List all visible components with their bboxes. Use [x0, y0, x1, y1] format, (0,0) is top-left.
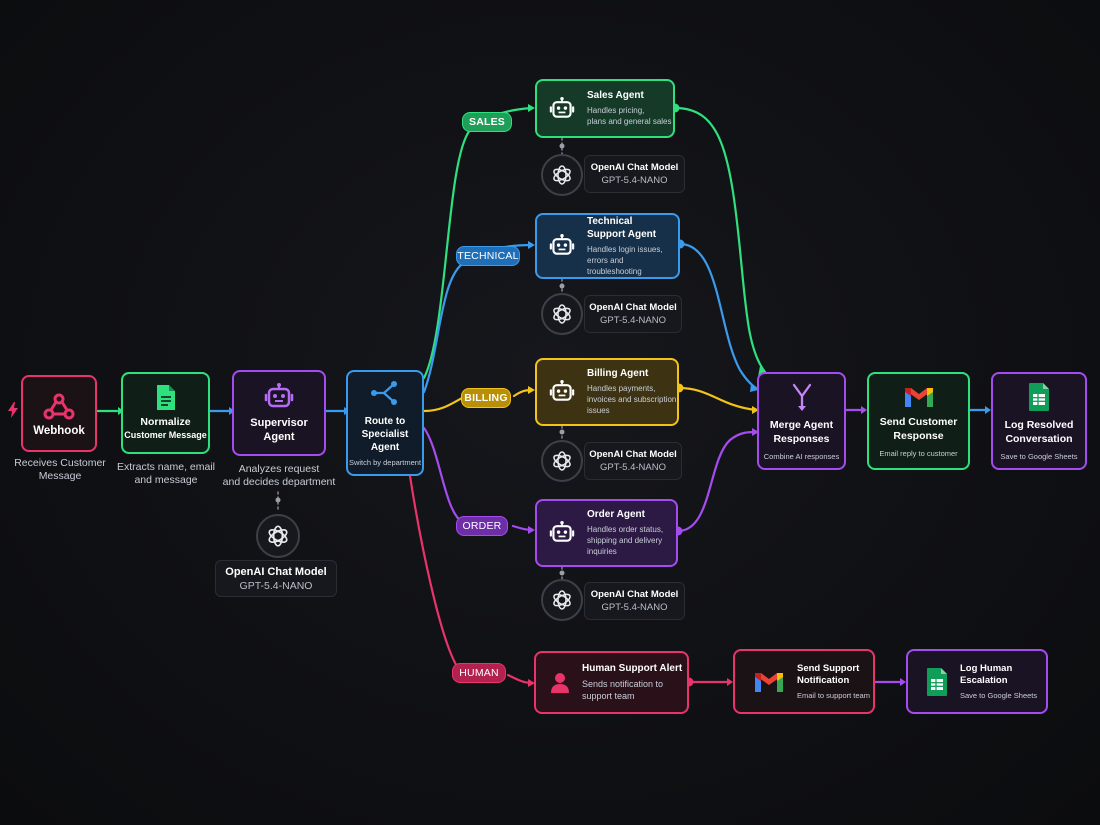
robot-icon	[549, 380, 575, 404]
arrow-into-merge-2	[750, 384, 758, 392]
billing-agent-title: Billing Agent	[587, 368, 649, 379]
normalize-node[interactable]: Normalize Customer Message	[121, 372, 210, 454]
route-label-order: ORDER	[456, 516, 508, 536]
technical-model-circle[interactable]	[541, 293, 583, 335]
wire-router-technical	[422, 243, 534, 394]
normalize-caption: Extracts name, email and message	[116, 461, 216, 486]
model-name: OpenAI Chat Model	[589, 449, 677, 460]
openai-icon	[550, 163, 574, 187]
person-icon	[550, 672, 570, 694]
arrow-into-merge-4	[752, 428, 759, 436]
technical-agent-node[interactable]: Technical Support Agent Handles login is…	[535, 213, 680, 279]
wire-router-order	[422, 426, 534, 532]
wire-billing-merge	[677, 386, 758, 412]
merge-subtitle: Combine AI responses	[763, 451, 840, 461]
google-sheets-icon	[926, 667, 948, 697]
order-agent-node[interactable]: Order Agent Handles order status, shippi…	[535, 499, 678, 567]
robot-icon	[549, 521, 575, 545]
robot-icon	[264, 382, 294, 411]
webhook-title: Webhook	[33, 424, 85, 437]
webhook-caption: Receives Customer Message	[14, 457, 106, 482]
branch-icon	[370, 379, 400, 407]
sales-model-card[interactable]: OpenAI Chat Model GPT-5.4-NANO	[584, 155, 685, 193]
supervisor-caption: Analyzes request and decides department	[222, 463, 336, 488]
trigger-bolt-icon	[8, 402, 18, 418]
route-label-billing: BILLING	[461, 388, 511, 408]
model-name: OpenAI Chat Model	[589, 302, 677, 313]
sales-agent-node[interactable]: Sales Agent Handles pricing, plans and g…	[535, 79, 675, 138]
port-model-supervisor	[275, 497, 281, 503]
arrow-into-human-alert	[528, 679, 535, 687]
robot-icon	[549, 96, 575, 121]
gmail-icon	[753, 670, 785, 694]
log-resolved-subtitle: Save to Google Sheets	[1000, 451, 1078, 461]
human-alert-title: Human Support Alert	[582, 663, 683, 674]
robot-icon	[549, 234, 575, 258]
model-version: GPT-5.4-NANO	[600, 315, 666, 326]
router-subtitle: Switch by department	[348, 458, 422, 467]
port-model-technical	[559, 283, 565, 289]
model-version: GPT-5.4-NANO	[601, 602, 668, 613]
supervisor-model-card[interactable]: OpenAI Chat Model GPT-5.4-NANO	[215, 560, 337, 597]
arrow-into-billing	[528, 386, 535, 394]
arrow-into-log-escalation	[900, 678, 906, 686]
document-icon	[155, 384, 177, 411]
route-label-sales: SALES	[462, 112, 512, 132]
log-escalation-subtitle: Save to Google Sheets	[960, 691, 1038, 700]
wire-router-sales	[422, 106, 534, 380]
technical-model-card[interactable]: OpenAI Chat Model GPT-5.4-NANO	[584, 295, 682, 333]
arrow-into-send	[861, 406, 867, 414]
supervisor-agent-node[interactable]: Supervisor Agent	[232, 370, 326, 456]
model-name: OpenAI Chat Model	[225, 565, 327, 578]
port-model-order	[559, 570, 565, 576]
billing-model-circle[interactable]	[541, 440, 583, 482]
port-model-sales	[559, 143, 565, 149]
send-response-subtitle: Email reply to customer	[879, 448, 958, 458]
wire-router-human	[408, 474, 534, 685]
openai-icon	[265, 523, 291, 549]
arrow-into-notification	[727, 678, 733, 686]
wire-order-merge	[676, 430, 758, 533]
webhook-icon	[42, 391, 76, 421]
human-support-alert-node[interactable]: Human Support Alert Sends notification t…	[534, 651, 689, 714]
route-label-human: HUMAN	[452, 663, 506, 683]
arrow-into-sales	[528, 104, 535, 112]
sales-model-circle[interactable]	[541, 154, 583, 196]
model-name: OpenAI Chat Model	[590, 162, 679, 173]
arrow-into-log	[985, 406, 991, 414]
log-human-escalation-node[interactable]: Log Human Escalation Save to Google Shee…	[906, 649, 1048, 714]
arrow-into-technical	[528, 241, 535, 249]
billing-model-card[interactable]: OpenAI Chat Model GPT-5.4-NANO	[584, 442, 682, 480]
arrow-into-merge-3	[752, 406, 759, 414]
order-model-card[interactable]: OpenAI Chat Model GPT-5.4-NANO	[584, 582, 685, 620]
openai-icon	[550, 588, 574, 612]
send-support-notification-node[interactable]: Send Support Notification Email to suppo…	[733, 649, 875, 714]
sales-agent-title: Sales Agent	[587, 90, 644, 101]
gmail-icon	[903, 385, 935, 409]
merge-icon	[789, 382, 815, 412]
port-model-billing	[559, 429, 565, 435]
wire-sales-merge	[673, 106, 767, 374]
send-notification-subtitle: Email to support team	[797, 691, 870, 700]
model-name: OpenAI Chat Model	[590, 589, 679, 600]
model-version: GPT-5.4-NANO	[600, 462, 666, 473]
log-resolved-node[interactable]: Log Resolved Conversation Save to Google…	[991, 372, 1087, 470]
model-version: GPT-5.4-NANO	[601, 175, 668, 186]
arrow-into-order	[528, 526, 535, 534]
order-model-circle[interactable]	[541, 579, 583, 621]
supervisor-model-circle[interactable]	[256, 514, 300, 558]
order-agent-title: Order Agent	[587, 509, 645, 520]
router-node[interactable]: Route to Specialist Agent Switch by depa…	[346, 370, 424, 476]
openai-icon	[550, 449, 574, 473]
model-version: GPT-5.4-NANO	[239, 579, 313, 592]
openai-icon	[550, 302, 574, 326]
google-sheets-icon	[1028, 382, 1050, 412]
billing-agent-node[interactable]: Billing Agent Handles payments, invoices…	[535, 358, 679, 426]
route-label-technical: TECHNICAL	[456, 246, 520, 266]
webhook-node[interactable]: Webhook	[21, 375, 97, 452]
wire-technical-merge	[678, 242, 758, 390]
merge-responses-node[interactable]: Merge Agent Responses Combine AI respons…	[757, 372, 846, 470]
send-customer-response-node[interactable]: Send Customer Response Email reply to cu…	[867, 372, 970, 470]
